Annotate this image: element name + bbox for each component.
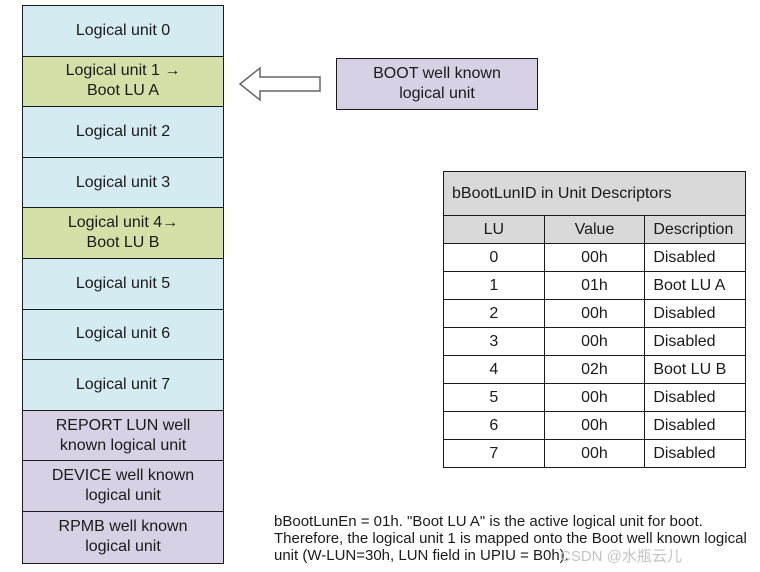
cell-description: Boot LU A bbox=[644, 271, 746, 300]
cell-lu: 0 bbox=[443, 243, 545, 272]
logical-unit-box: Logical unit 1 → Boot LU A bbox=[23, 56, 223, 108]
logical-unit-box: RPMB well known logical unit bbox=[23, 511, 223, 563]
unit-descriptor-table: bBootLunID in Unit Descriptors LU Value … bbox=[443, 171, 746, 468]
logical-unit-box: Logical unit 7 bbox=[23, 360, 223, 411]
left-arrow-icon bbox=[238, 66, 321, 102]
cell-description: Disabled bbox=[644, 327, 746, 356]
logical-unit-box: Logical unit 3 bbox=[23, 157, 223, 209]
cell-value: 00h bbox=[543, 299, 646, 328]
cell-value: 00h bbox=[543, 383, 646, 412]
boot-well-known-lu-box: BOOT well known logical unit bbox=[336, 58, 538, 110]
column-header-lu: LU bbox=[443, 215, 545, 244]
watermark: CSDN @水瓶云儿 bbox=[560, 548, 682, 565]
boot-explanation-note: bBootLunEn = 01h. "Boot LU A" is the act… bbox=[274, 513, 747, 564]
cell-lu: 7 bbox=[443, 439, 545, 468]
logical-unit-box: Logical unit 0 bbox=[23, 6, 223, 57]
cell-lu: 2 bbox=[443, 299, 545, 328]
cell-lu: 3 bbox=[443, 327, 545, 356]
logical-unit-box: Logical unit 4→ Boot LU B bbox=[23, 208, 223, 259]
cell-description: Disabled bbox=[644, 299, 746, 328]
logical-unit-box: Logical unit 5 bbox=[23, 258, 223, 310]
table-caption: bBootLunID in Unit Descriptors bbox=[443, 171, 746, 216]
cell-description: Disabled bbox=[644, 383, 746, 412]
cell-lu: 5 bbox=[443, 383, 545, 412]
cell-lu: 1 bbox=[443, 271, 545, 300]
cell-value: 02h bbox=[543, 355, 646, 384]
cell-value: 00h bbox=[543, 411, 646, 440]
cell-value: 00h bbox=[543, 439, 646, 468]
cell-description: Boot LU B bbox=[644, 355, 746, 384]
logical-unit-box: Logical unit 2 bbox=[23, 107, 223, 158]
cell-value: 01h bbox=[543, 271, 646, 300]
cell-lu: 4 bbox=[443, 355, 545, 384]
cell-value: 00h bbox=[543, 327, 646, 356]
logical-unit-box: REPORT LUN well known logical unit bbox=[23, 410, 223, 462]
cell-description: Disabled bbox=[644, 439, 746, 468]
logical-unit-box: Logical unit 6 bbox=[23, 309, 223, 361]
cell-lu: 6 bbox=[443, 411, 545, 440]
cell-value: 00h bbox=[543, 243, 646, 272]
column-header-value: Value bbox=[543, 215, 646, 244]
cell-description: Disabled bbox=[644, 243, 746, 272]
logical-unit-box: DEVICE well known logical unit bbox=[23, 461, 223, 512]
column-header-description: Description bbox=[644, 215, 746, 244]
cell-description: Disabled bbox=[644, 411, 746, 440]
